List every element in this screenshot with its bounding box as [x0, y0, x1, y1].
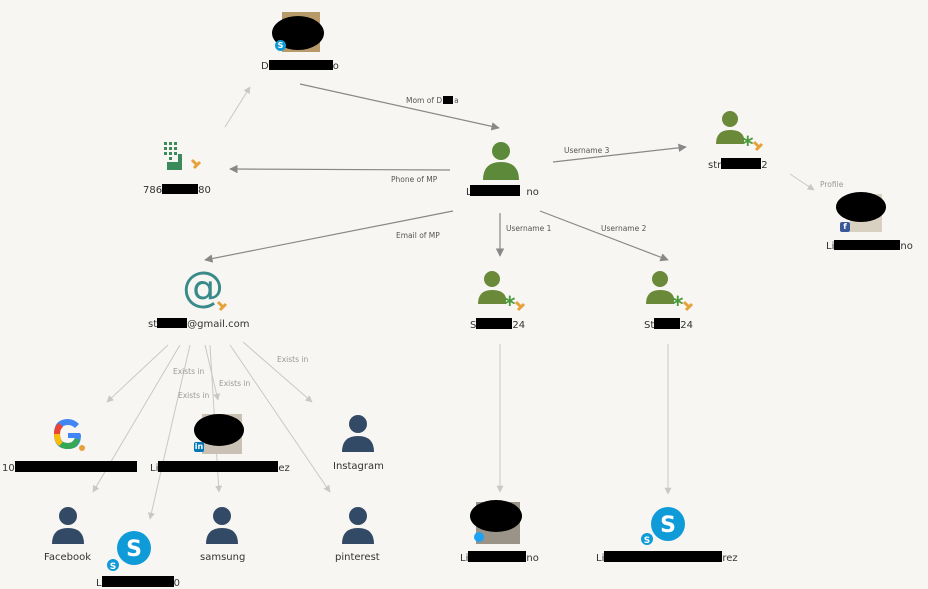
edge-exists-google [106, 344, 169, 403]
edge-label-exists-in-google: Exists in [173, 367, 205, 376]
edge-label-profile: Profile [820, 180, 844, 189]
node-google-label: 10 [2, 461, 137, 474]
edge-phone-to-daughter [224, 86, 251, 128]
node-main-person[interactable] [480, 138, 522, 180]
node-phone[interactable] [162, 140, 204, 176]
node-username1[interactable]: * [478, 270, 526, 318]
edge-label-username2: Username 2 [601, 224, 647, 233]
edge-profile [789, 173, 815, 191]
skype-badge-icon: S [275, 40, 286, 51]
node-instagram-label: Instagram [333, 461, 384, 472]
user-asterisk-icon: * [478, 271, 526, 318]
edge-label-exists-in-skype: Exists in [178, 391, 210, 400]
edge-mom-of [299, 83, 500, 131]
svg-text:*: * [504, 293, 516, 314]
redaction-blob [470, 500, 522, 532]
edge-label-exists-in-instagram: Exists in [277, 355, 309, 364]
node-google[interactable] [50, 416, 86, 452]
edge-phone-of [229, 164, 451, 174]
svg-text:S: S [660, 513, 676, 538]
node-pinterest-label: pinterest [335, 552, 380, 563]
node-email-label: st@gmail.com [148, 318, 250, 330]
node-daughter[interactable]: S [272, 12, 324, 54]
edge-label-phone-of: Phone of MP [391, 175, 438, 184]
node-username3[interactable]: * [716, 110, 764, 158]
twitter-badge-icon [474, 532, 484, 542]
node-facebook-profile[interactable]: f [836, 192, 886, 234]
edge-label-exists-in-samsung: Exists in [219, 379, 251, 388]
node-email[interactable]: @ [180, 262, 232, 314]
node-skype-email[interactable]: S S [106, 528, 154, 572]
user-asterisk-icon: * [716, 111, 764, 158]
person-icon [342, 507, 374, 544]
node-twitter-profile[interactable] [470, 500, 522, 546]
pin-icon [216, 300, 228, 312]
edge-label-username3: Username 3 [564, 146, 610, 155]
skype-icon: S S [107, 531, 151, 572]
edge-label-email-of: Email of MP [396, 231, 440, 240]
person-icon [52, 507, 84, 544]
edge-username3 [552, 143, 687, 163]
edge-exists-skype [148, 344, 191, 520]
node-pinterest[interactable] [340, 506, 376, 546]
redaction-blob [194, 414, 244, 446]
user-asterisk-icon: * [646, 271, 694, 318]
linkedin-badge-icon: in [194, 442, 204, 452]
svg-text:S: S [126, 537, 142, 562]
node-samsung[interactable] [204, 506, 240, 546]
google-icon [54, 419, 85, 451]
edge-username2 [539, 210, 669, 262]
at-sign-icon: @ [182, 262, 224, 311]
person-icon [206, 507, 238, 544]
node-facebook-label: Facebook [44, 552, 91, 563]
person-icon [342, 415, 374, 452]
pin-icon [190, 158, 202, 170]
node-facebook[interactable] [50, 506, 86, 546]
facebook-badge-icon: f [840, 222, 850, 232]
edge-exists-pinterest [229, 344, 331, 493]
node-linkedin[interactable]: in [192, 414, 244, 454]
svg-text:S: S [110, 562, 116, 572]
person-icon [483, 142, 519, 180]
svg-text:*: * [672, 293, 684, 314]
edge-email-of [204, 210, 454, 263]
svg-text:S: S [644, 536, 650, 546]
redaction-blob [836, 192, 886, 222]
phone-keypad-icon [164, 142, 202, 170]
node-instagram[interactable] [340, 414, 376, 454]
edge-exists-instagram [242, 341, 313, 403]
skype-icon: S S [641, 507, 685, 546]
edge-label-username1: Username 1 [506, 224, 552, 233]
node-skype-user2[interactable]: S S [640, 504, 688, 548]
svg-text:*: * [742, 133, 754, 154]
node-username2[interactable]: * [646, 270, 694, 318]
node-samsung-label: samsung [200, 552, 246, 563]
